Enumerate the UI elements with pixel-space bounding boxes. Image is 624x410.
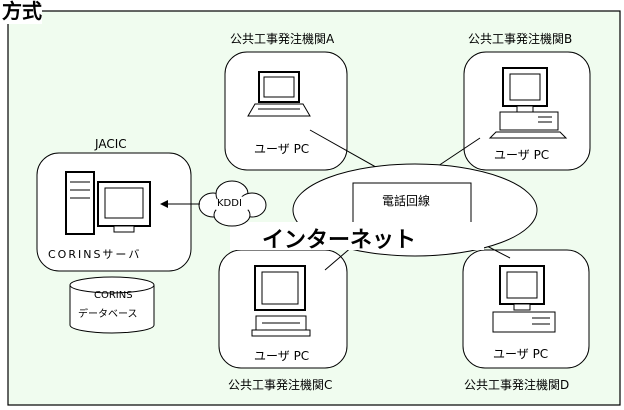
page-title: 方式 bbox=[0, 0, 42, 24]
internet-label: インターネット bbox=[262, 228, 417, 253]
kddi-label: KDDI bbox=[217, 198, 242, 209]
db-label-line1: CORINS bbox=[94, 290, 133, 301]
server-icon bbox=[65, 171, 151, 235]
desktop-b-icon bbox=[488, 67, 568, 139]
agency-b-title: 公共工事発注機関B bbox=[468, 32, 573, 46]
internet-banner bbox=[230, 222, 484, 250]
kddi-cloud bbox=[198, 180, 267, 227]
kddi-arrowhead bbox=[160, 200, 168, 208]
agency-a-title: 公共工事発注機関A bbox=[230, 32, 335, 46]
db-label-line2: データベース bbox=[78, 309, 138, 320]
database-icon bbox=[69, 276, 155, 334]
agency-b-pc-label: ユーザ PC bbox=[494, 148, 550, 162]
laptop-icon bbox=[247, 71, 311, 117]
phone-line-label: 電話回線 bbox=[382, 194, 431, 208]
server-label: CORINSサーバ bbox=[48, 248, 142, 261]
desktop-c-icon bbox=[251, 265, 311, 337]
jacic-title: JACIC bbox=[95, 137, 127, 151]
phone-line-box bbox=[352, 182, 472, 224]
agency-c-pc-label: ユーザ PC bbox=[254, 349, 310, 363]
desktop-d-icon bbox=[492, 265, 556, 333]
agency-a-pc-label: ユーザ PC bbox=[254, 142, 310, 156]
agency-d-pc-label: ユーザ PC bbox=[493, 347, 549, 361]
agency-d-title: 公共工事発注機関D bbox=[464, 378, 570, 392]
agency-c-title: 公共工事発注機関C bbox=[228, 378, 333, 392]
